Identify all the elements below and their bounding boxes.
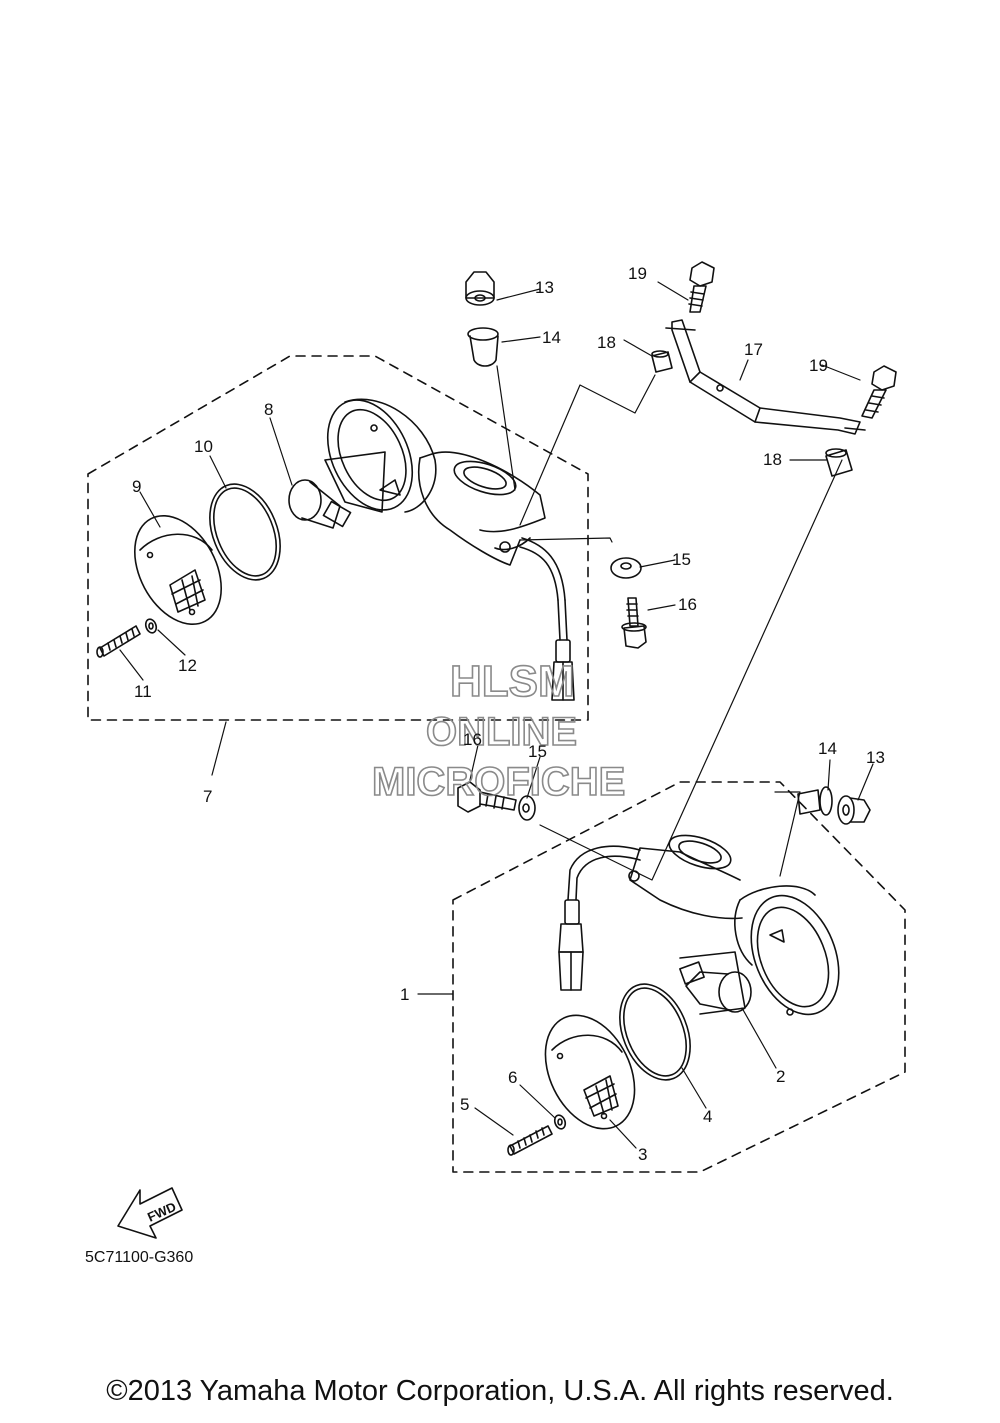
callout-17: 17 (744, 340, 763, 359)
callout-15-upper: 15 (672, 550, 691, 569)
top-nut-13 (465, 271, 495, 306)
callout-13-top: 13 (535, 278, 554, 297)
right-turn-signal-assembly (507, 834, 840, 1156)
callout-14-top: 14 (542, 328, 561, 347)
left-assembly-boundary (87, 355, 589, 721)
callout-13-right: 13 (866, 748, 885, 767)
fwd-arrow-icon (117, 1187, 183, 1239)
left-turn-signal-assembly (96, 398, 575, 701)
callout-16-lower: 16 (463, 730, 482, 749)
top-grommet-14 (467, 327, 499, 367)
callout-19-right: 19 (809, 356, 828, 375)
callout-18-top: 18 (597, 333, 616, 352)
bolt-16-lower (457, 781, 517, 813)
washer-15-upper (610, 557, 642, 579)
callout-2: 2 (776, 1067, 785, 1086)
left-gasket (209, 483, 281, 581)
spacer-18-top (651, 350, 673, 373)
bracket-17 (665, 319, 866, 435)
watermark: HLSM ONLINE MICROFICHE (371, 656, 626, 805)
spacer-18-right (825, 448, 853, 477)
callout-15-lower: 15 (528, 742, 547, 761)
callout-9: 9 (132, 477, 141, 496)
nut-13-right (837, 795, 871, 825)
callout-4: 4 (703, 1107, 712, 1126)
grommet-14-right (797, 786, 833, 816)
callout-5: 5 (460, 1095, 469, 1114)
washer-15-lower (518, 795, 536, 821)
watermark-line2: ONLINE (426, 710, 577, 754)
callout-19-top: 19 (628, 264, 647, 283)
right-assembly-boundary (452, 781, 906, 1173)
leader-lines (119, 281, 874, 1149)
bolt-16-upper (621, 597, 647, 649)
right-housing (628, 834, 840, 1016)
drawing-code: 5C71100-G360 (85, 1249, 193, 1266)
callout-10: 10 (194, 437, 213, 456)
callout-6: 6 (508, 1068, 517, 1087)
right-gasket (619, 983, 691, 1081)
left-wire-connector (519, 537, 575, 701)
bolt-19-top (688, 261, 715, 313)
right-washer (553, 1114, 567, 1130)
bolt-19-right (861, 365, 897, 419)
callout-18-right: 18 (763, 450, 782, 469)
callout-16-upper: 16 (678, 595, 697, 614)
callout-14-right: 14 (818, 739, 837, 758)
right-bulb (679, 951, 752, 1015)
right-lens (544, 1014, 636, 1130)
left-washer (144, 618, 158, 634)
right-wire-connector (558, 845, 641, 991)
callout-1: 1 (400, 985, 409, 1004)
copyright-notice: ©2013 Yamaha Motor Corporation, U.S.A. A… (106, 1375, 894, 1407)
callout-12: 12 (178, 656, 197, 675)
callouts: 1 2 3 4 5 6 7 8 9 10 11 12 13 13 14 14 1… (132, 264, 885, 1164)
left-housing (326, 398, 546, 566)
watermark-line3: MICROFICHE (372, 760, 625, 804)
callout-8: 8 (264, 400, 273, 419)
right-lens-screw (507, 1125, 553, 1156)
left-lens (133, 514, 223, 626)
left-lens-screw (96, 625, 141, 658)
callout-11: 11 (134, 682, 152, 701)
left-bulb (288, 451, 386, 529)
watermark-line1: HLSM (450, 657, 575, 706)
callout-7: 7 (203, 787, 212, 806)
callout-3: 3 (638, 1145, 647, 1164)
